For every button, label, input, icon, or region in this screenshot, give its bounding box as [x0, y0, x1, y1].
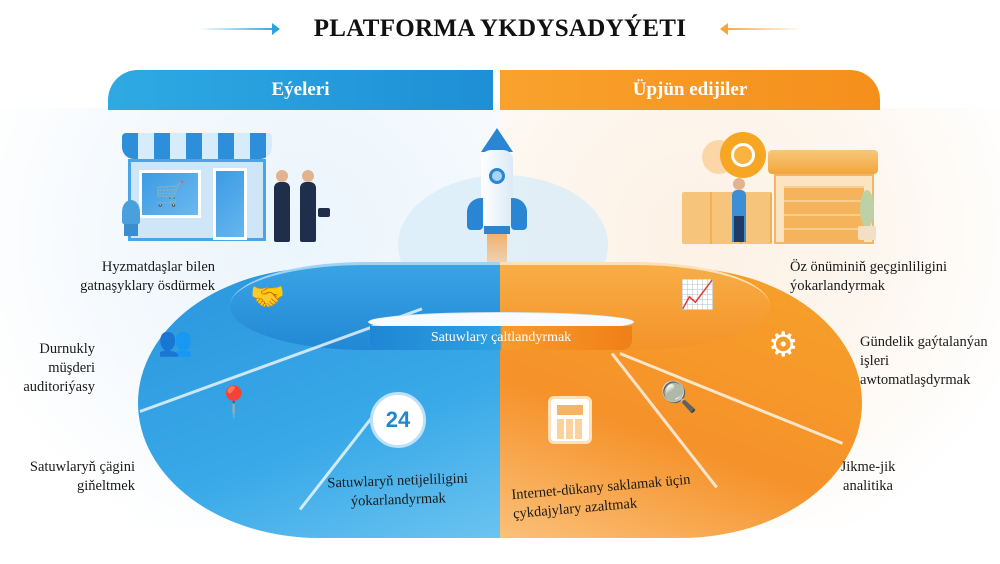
plant-icon [120, 200, 142, 238]
benefit-label-product-turnover: Öz önüminiň geçginliligini ýokarlandyrma… [790, 259, 948, 294]
businessman-figure [300, 170, 316, 242]
warehouse-illustration [680, 120, 880, 245]
gears-icon: ⚙ [768, 327, 799, 364]
businessmen-handshake-illustration [268, 170, 330, 242]
rocket-body [481, 150, 513, 226]
warehouse-shelves [784, 186, 864, 242]
map-pins-icon: 📍 [215, 386, 253, 419]
center-label: Satuwlary çaltlandyrmak [370, 326, 632, 350]
clock-24-icon: 24 [370, 392, 426, 448]
consumers-header: Üpjün edijiler [500, 70, 880, 110]
briefcase-icon [318, 208, 330, 217]
benefit-label-sales-efficiency: Satuwlaryň netijeliligini ýokarlandyrmak [327, 470, 469, 510]
gear-icon [720, 132, 766, 178]
growth-chart-icon: 📈 [680, 280, 715, 311]
people-network-icon: 👥 [158, 327, 193, 358]
handshake-icon: 🤝 [250, 282, 285, 313]
shop-body: 🛒 [128, 159, 266, 241]
warehouse-roof [768, 150, 878, 174]
benefit-label-automation: Gündelik gaýtalanýan işleri awtomatlaşdy… [860, 334, 988, 388]
shopping-cart-icon: 🛒 [139, 170, 201, 218]
benefit-label-stable-audience: Durnukly müşderi auditoriýasy [23, 341, 95, 395]
arrow-left-icon [720, 23, 803, 35]
benefit-label-partner-relations: Hyzmatdaşlar bilen gatnaşyklary ösdürmek [80, 259, 215, 294]
calculator-coin-icon [548, 396, 592, 444]
rocket-fin [511, 198, 527, 230]
rocket-base [484, 226, 510, 234]
businessman-figure [274, 170, 290, 242]
benefit-label-analytics: Jikme-jik analitika [840, 459, 896, 494]
title-row: PLATFORMA YKDYSADYÝETI [0, 12, 1000, 46]
owners-header: Eýeleri [108, 70, 493, 110]
storefront-illustration: 🛒 [118, 125, 278, 243]
rocket-fin [467, 198, 483, 230]
awning [122, 133, 272, 159]
arrow-right-icon [197, 23, 280, 35]
shop-door [213, 168, 247, 240]
rocket-nose [481, 128, 513, 152]
page-title: PLATFORMA YKDYSADYÝETI [313, 15, 687, 42]
rocket-window [489, 168, 505, 184]
plant-icon [858, 190, 876, 240]
benefit-label-expand-sales: Satuwlaryň çägini giňeltmek [29, 459, 135, 494]
worker-figure [732, 178, 746, 242]
boxes-icon [682, 192, 772, 244]
magnifier-pie-icon: 🔍 [660, 381, 698, 414]
